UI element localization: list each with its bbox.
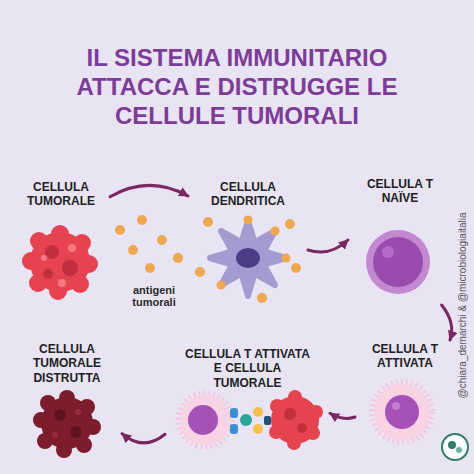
cell-label: CELLULA T ATTIVATA E CELLULA TUMORALE [183,345,313,390]
destroyed-tumor-cell [33,390,101,458]
cell-node: CELLULA T NAÏVE [348,175,452,305]
interaction-cells [178,390,323,450]
diagram-title: IL SISTEMA IMMUNITARIO ATTACCA E DISTRUG… [47,44,427,130]
cell-node: CELLULA T ATTIVATA [355,340,455,450]
flow-arrow [330,413,355,418]
flow-arrow [308,240,348,252]
cell-node: CELLULA TUMORALE [12,178,110,303]
dendritic-cell [210,216,291,297]
antigen-label: antigeni tumorali [118,284,190,309]
cell-label: CELLULA T NAÏVE [352,175,448,206]
flow-arrow [110,185,188,196]
cell-node: CELLULA TUMORALE DISTRUTTA [12,340,122,457]
logo-icon [442,434,468,460]
activated-t-cell [372,382,432,442]
naive-t-cell [366,230,430,294]
cell-label: CELLULA TUMORALE [16,178,106,209]
cell-label: CELLULA TUMORALE DISTRUTTA [27,340,107,385]
cell-label: CELLULA DENDRITICA [193,178,303,209]
watermark: @chiara_demarchi & @microbiologiaitalia [457,212,468,398]
cell-node: CELLULA DENDRITICA [188,178,308,298]
tumor-cell [22,225,98,300]
flow-arrow [442,305,452,340]
flow-arrow [122,434,165,443]
cell-node: CELLULA T ATTIVATA E CELLULA TUMORALE [165,345,330,450]
cell-label: CELLULA T ATTIVATA [359,340,451,371]
